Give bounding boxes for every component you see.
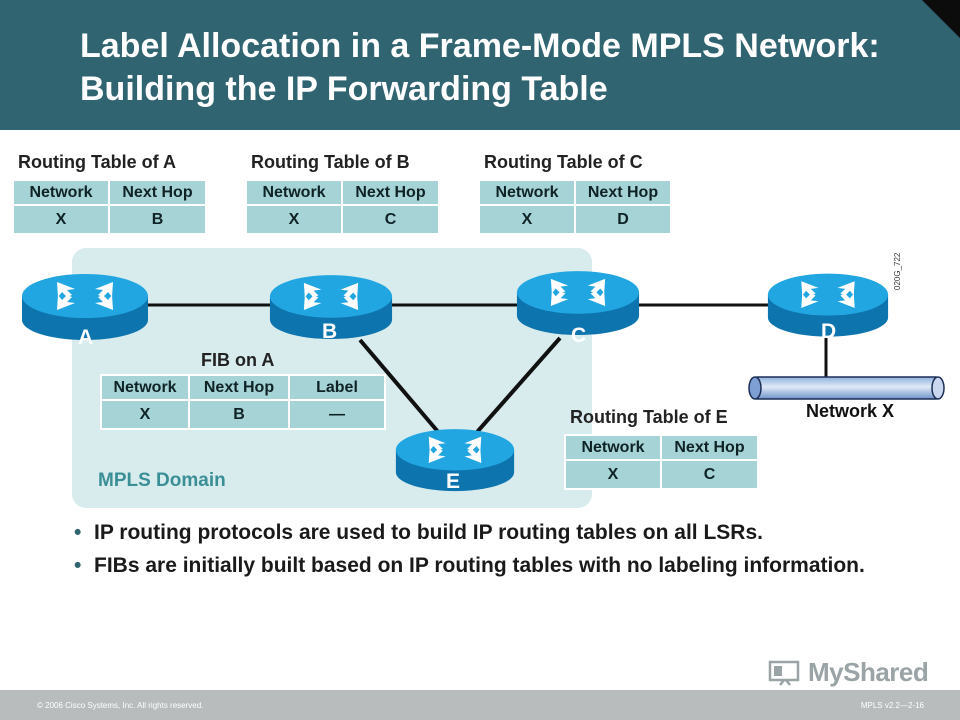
router-icon [22, 274, 148, 340]
bullet-dot: • [74, 554, 82, 577]
routing-table-b-caption: Routing Table of B [251, 152, 410, 172]
fib-table-a: Network Next Hop Label X B — [100, 374, 386, 430]
link-b-e [358, 338, 447, 442]
router-label: E [446, 470, 461, 493]
bullet-item: • FIBs are initially built based on IP r… [70, 553, 900, 578]
cell-next-hop: C [341, 204, 440, 235]
router-icon [516, 271, 640, 336]
bullet-text: IP routing protocols are used to build I… [94, 521, 763, 544]
cell-network: X [564, 459, 662, 490]
routing-table-a: Network Next Hop X B [12, 179, 207, 235]
col-next-hop: Next Hop [660, 434, 759, 461]
bullet-text: FIBs are initially built based on IP rou… [94, 554, 865, 577]
router-c: C [515, 266, 641, 349]
router-b: B [268, 270, 394, 353]
routing-table-b: Network Next Hop X C [245, 179, 440, 235]
cell-network: X [245, 204, 343, 235]
network-x-label: Network X [806, 401, 895, 421]
col-network: Network [478, 179, 576, 206]
col-next-hop: Next Hop [188, 374, 290, 401]
link-c-e [468, 336, 562, 442]
col-network: Network [564, 434, 662, 461]
router-d: D [766, 268, 890, 351]
cell-next-hop: C [660, 459, 759, 490]
title-bar: Label Allocation in a Frame-Mode MPLS Ne… [0, 0, 960, 130]
network-x-segment [748, 376, 945, 400]
cell-next-hop: B [188, 399, 290, 430]
footer-bar: © 2006 Cisco Systems, Inc. All rights re… [0, 690, 960, 720]
slide-title: Label Allocation in a Frame-Mode MPLS Ne… [80, 27, 880, 108]
myshared-logo: MyShared [768, 657, 929, 688]
logo-text: MyShared [808, 657, 929, 687]
routing-table-a-caption: Routing Table of A [18, 152, 176, 172]
col-network: Network [100, 374, 190, 401]
col-network: Network [12, 179, 110, 206]
routing-table-c: Network Next Hop X D [478, 179, 672, 235]
col-network: Network [245, 179, 343, 206]
col-next-hop: Next Hop [108, 179, 207, 206]
bullet-item: • IP routing protocols are used to build… [70, 520, 900, 545]
router-label: D [821, 320, 837, 343]
copyright-text: © 2006 Cisco Systems, Inc. All rights re… [37, 701, 204, 710]
routing-table-c-caption: Routing Table of C [484, 152, 643, 172]
mpls-domain-label: MPLS Domain [98, 470, 226, 491]
figure-code: 020G_722 [893, 252, 902, 290]
corner-fold [922, 0, 960, 38]
router-label: C [571, 324, 587, 347]
router-icon [395, 429, 515, 492]
col-label: Label [288, 374, 386, 401]
cell-network: X [12, 204, 110, 235]
cell-network: X [478, 204, 576, 235]
router-label: B [322, 320, 338, 343]
presentation-icon [768, 660, 800, 686]
col-next-hop: Next Hop [341, 179, 440, 206]
routing-table-e: Network Next Hop X C [564, 434, 759, 490]
router-icon [269, 275, 393, 340]
cell-next-hop: D [574, 204, 672, 235]
page-number: MPLS v2.2—2-16 [860, 701, 924, 710]
bullet-list: • IP routing protocols are used to build… [70, 520, 900, 586]
fib-a-caption: FIB on A [201, 350, 275, 370]
cell-label: — [288, 399, 386, 430]
router-icon [767, 273, 889, 337]
col-next-hop: Next Hop [574, 179, 672, 206]
router-e: E [394, 424, 516, 505]
router-label: A [78, 326, 94, 349]
cell-network: X [100, 399, 190, 430]
cell-next-hop: B [108, 204, 207, 235]
bullet-dot: • [74, 521, 82, 544]
router-a: A [20, 270, 150, 353]
routing-table-e-caption: Routing Table of E [570, 407, 728, 427]
